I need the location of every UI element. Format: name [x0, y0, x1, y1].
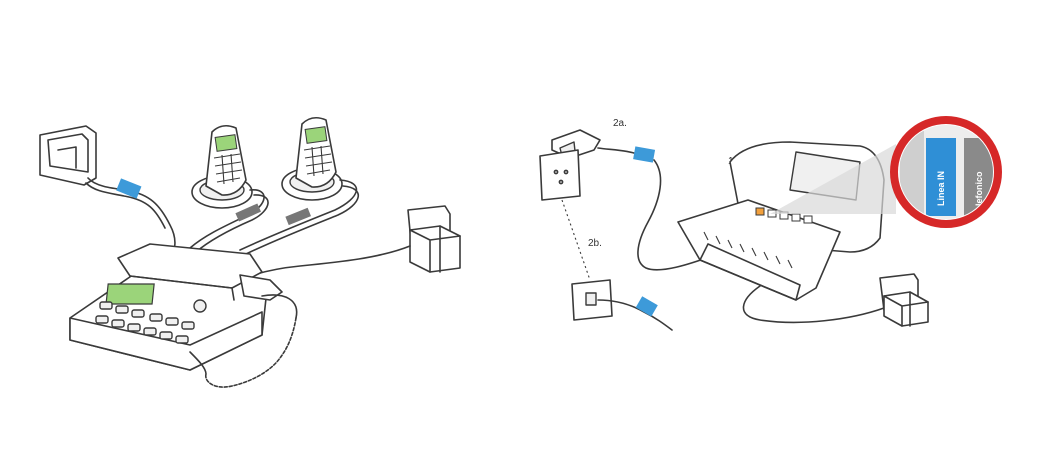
cable-marker-2a	[633, 146, 656, 163]
keypad	[95, 299, 207, 344]
phone-jack-icon	[571, 279, 613, 321]
wall-socket-icon	[539, 149, 581, 201]
modem-router-icon	[677, 141, 885, 301]
phone-setup-illustration	[39, 116, 461, 388]
handset-screen	[304, 126, 328, 144]
cable-marker-2b	[635, 296, 658, 317]
handset-screen	[214, 134, 238, 152]
wall-socket-left-icon	[39, 125, 97, 186]
zoom-wedge	[770, 144, 896, 214]
cable-clip	[285, 207, 311, 226]
power-adapter-icon	[407, 205, 461, 273]
step-2b-label: 2b.	[588, 238, 602, 249]
cable-marker-left	[116, 178, 142, 199]
port-tel-label: lefonico	[974, 171, 984, 206]
power-adapter-icon	[879, 273, 929, 327]
cable-clip	[235, 203, 261, 222]
port-in-label: Linea IN	[936, 171, 946, 206]
step-2a-label: 2a.	[613, 118, 627, 129]
desk-phone-screen	[105, 283, 155, 305]
modem-setup-illustration: 2a. 2b. 1.	[539, 116, 1002, 331]
cordless-handset-icon	[281, 116, 343, 201]
cordless-handset-icon	[191, 124, 253, 209]
desk-phone-icon	[69, 243, 283, 371]
port-zoom-callout: Linea IN lefonico	[890, 116, 1002, 228]
